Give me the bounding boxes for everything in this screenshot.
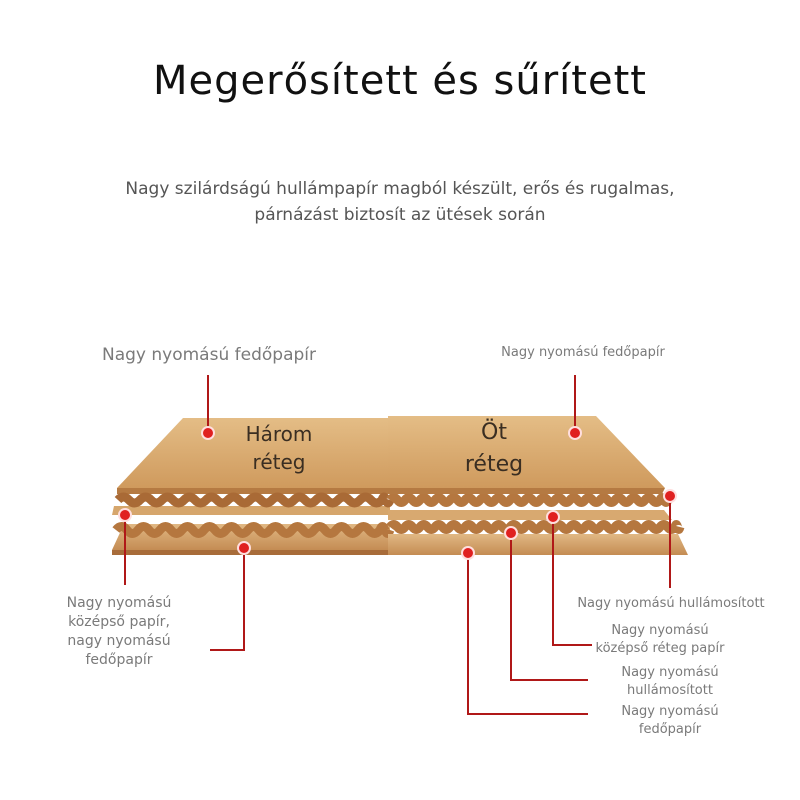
right-callout-4-line-2: fedőpapír — [638, 722, 702, 737]
left-middle-liner — [112, 506, 390, 515]
dot-left-middle — [118, 508, 132, 522]
left-top-liner-edge — [117, 488, 390, 494]
dot-left-top — [201, 426, 215, 440]
dot-right-4 — [461, 546, 475, 560]
right-callout-4-line-1: Nagy nyomású — [621, 704, 719, 719]
dot-right-1 — [663, 489, 677, 503]
right-callout-2-line-2: középső réteg papír — [595, 641, 725, 656]
dot-right-3 — [504, 526, 518, 540]
leader-right-3 — [510, 533, 588, 681]
right-callout-3: Nagy nyomású hullámosított — [600, 664, 740, 700]
leader-right-4 — [467, 553, 588, 715]
right-callout-2-line-1: Nagy nyomású — [611, 623, 709, 638]
three-layer-label-line-2: réteg — [252, 450, 306, 474]
right-top-liner — [388, 416, 665, 488]
left-bottom-callout-line-1: Nagy nyomású — [66, 595, 172, 611]
left-bottom-callout-line-2: középső papír, — [68, 614, 170, 630]
leader-left-bottom-b — [210, 548, 245, 651]
right-callout-3-line-1: Nagy nyomású — [621, 665, 719, 680]
five-layer-board — [386, 416, 688, 555]
right-top-liner-edge — [388, 488, 665, 494]
left-corrugated-flute — [112, 522, 395, 538]
right-corrugated-flute-lower — [386, 520, 685, 534]
right-callout-1: Nagy nyomású hullámosított — [566, 595, 776, 613]
left-top-liner — [117, 418, 390, 488]
dot-left-bottom — [237, 541, 251, 555]
left-top-callout: Nagy nyomású fedőpapír — [102, 345, 316, 365]
five-layer-label: Öt réteg — [442, 417, 546, 481]
left-corrugated-flute-2 — [114, 492, 395, 508]
five-layer-label-line-2: réteg — [464, 452, 524, 477]
subtitle-line-1: Nagy szilárdságú hullámpapír magból kész… — [125, 179, 675, 199]
three-layer-label: Három réteg — [224, 420, 334, 476]
dot-right-2 — [546, 510, 560, 524]
right-bottom-liner — [388, 534, 688, 555]
right-callout-4: Nagy nyomású fedőpapír — [600, 703, 740, 739]
left-bottom-callout: Nagy nyomású középső papír, nagy nyomású… — [48, 594, 190, 670]
right-middle-liner — [388, 510, 672, 520]
callout-dots — [118, 426, 677, 560]
three-layer-board — [112, 418, 395, 555]
dot-right-top — [568, 426, 582, 440]
left-bottom-callout-line-4: fedőpapír — [85, 652, 153, 668]
right-callout-2: Nagy nyomású középső réteg papír — [584, 622, 736, 658]
leader-lines — [124, 375, 671, 715]
subtitle: Nagy szilárdságú hullámpapír magból kész… — [0, 176, 800, 228]
subtitle-line-2: párnázást biztosít az ütések során — [254, 205, 546, 225]
five-layer-label-line-1: Öt — [481, 420, 507, 445]
right-callout-1-line-1: Nagy nyomású hullámosított — [577, 596, 765, 611]
right-corrugated-flute-upper — [386, 493, 673, 507]
left-bottom-callout-line-3: nagy nyomású — [67, 633, 171, 649]
right-callout-3-line-2: hullámosított — [627, 683, 713, 698]
right-top-callout: Nagy nyomású fedőpapír — [501, 345, 665, 360]
leader-right-2 — [552, 517, 592, 646]
page-title: Megerősített és sűrített — [153, 58, 647, 104]
left-bottom-liner-edge — [112, 550, 390, 555]
three-layer-label-line-1: Három — [245, 422, 313, 446]
